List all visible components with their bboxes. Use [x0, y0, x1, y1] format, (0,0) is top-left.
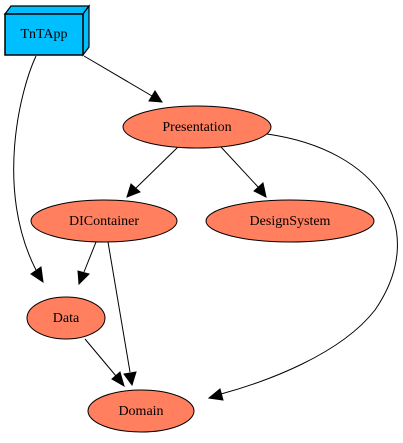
edge-dicontainer-to-domain — [107, 241, 137, 387]
ellipse-dicontainer — [30, 199, 178, 243]
edge-presentation-to-designsystem — [220, 146, 267, 198]
node-label-data: Data — [53, 311, 80, 326]
edge-data-to-domain — [84, 338, 125, 388]
ellipse-presentation — [122, 105, 272, 149]
node-presentation: Presentation — [122, 105, 272, 149]
node-label-domain: Domain — [118, 404, 163, 419]
node-label-dicontainer: DIContainer — [69, 214, 139, 229]
node-label-presentation: Presentation — [162, 120, 231, 135]
box3d-side — [82, 4, 90, 57]
box3d-front — [4, 13, 84, 56]
edge-tntapp-to-presentation — [83, 55, 163, 103]
edge-presentation-to-domain — [207, 133, 398, 401]
ellipse-designsystem — [205, 199, 375, 243]
node-label-designsystem: DesignSystem — [250, 214, 331, 229]
node-data: Data — [26, 296, 106, 340]
node-dicontainer: DIContainer — [30, 199, 178, 243]
edge-tntapp-to-data — [13, 55, 44, 284]
ellipse-data — [26, 296, 106, 340]
box3d-top — [3, 5, 91, 15]
edge-dicontainer-to-data — [77, 241, 97, 286]
node-domain: Domain — [87, 389, 195, 433]
ellipse-domain — [87, 389, 195, 433]
node-designsystem: DesignSystem — [205, 199, 375, 243]
node-label-tntapp: TnTApp — [20, 27, 67, 42]
node-tntapp: TnTApp — [3, 4, 91, 57]
edge-presentation-to-dicontainer — [126, 146, 179, 198]
